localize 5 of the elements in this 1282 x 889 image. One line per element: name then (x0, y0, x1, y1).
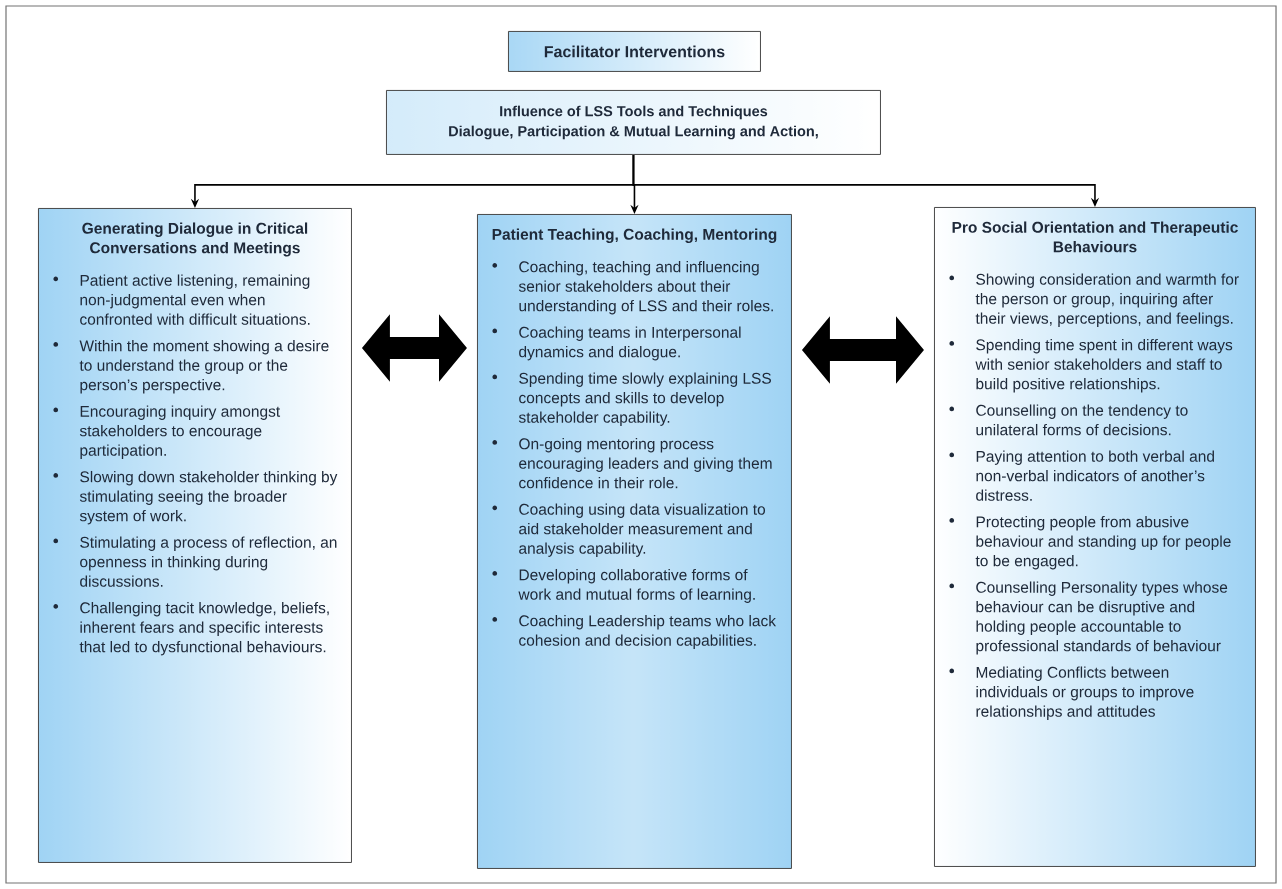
header-box: Influence of LSS Tools and Techniques Dialogue, Participation & Mutual Learning and Action, (386, 90, 881, 155)
title-box: Facilitator Interventions (508, 31, 761, 72)
column-box: Patient Teaching, Coaching, Mentoring Coaching, teaching and influencing senior stakeholders about their understanding of LSS and their roles. Coaching teams in Interpersonal dynamics and dialogue. Spending time slowly explaining LSS concepts and skills to develop stakeholder capability. On-going mentoring process encouraging leaders and giving them confidence in their role. Coaching using data visualization to aid stakeholder measurement and analysis capability. Developing collaborative forms of work and mutual forms of learning. Coaching Leadership teams who lack cohesion and decision capabilities. (477, 214, 792, 869)
column-box: Pro Social Orientation and Therapeutic Behaviours Showing consideration and warmth for the person or group, inquiring after their views, perceptions, and feelings. Spending time spent in different ways with senior stakeholders and staff to build positive relationships. Counselling on the tendency to unilateral forms of decisions. Paying attention to both verbal and non-verbal indicators of another’s distress. Protecting people from abusive behaviour and standing up for people to be engaged. Counselling Personality types whose behaviour can be disruptive and holding people accountable to professional standards of behaviour Mediating Conflicts between individuals or groups to improve relationships and attitudes (934, 207, 1256, 867)
column-box: Generating Dialogue in Critical Conversations and Meetings Patient active listening, remaining non-judgmental even when confronted with difficult situations. Within the moment showing a desire to understand the group or the person’s perspective. Encouraging inquiry amongst stakeholders to encourage participation. Slowing down stakeholder thinking by stimulating seeing the broader system of work. Stimulating a process of reflection, an openness in thinking during discussions. Challenging tacit knowledge, beliefs, inherent fears and specific interests that led to dysfunctional behaviours. (38, 208, 352, 863)
